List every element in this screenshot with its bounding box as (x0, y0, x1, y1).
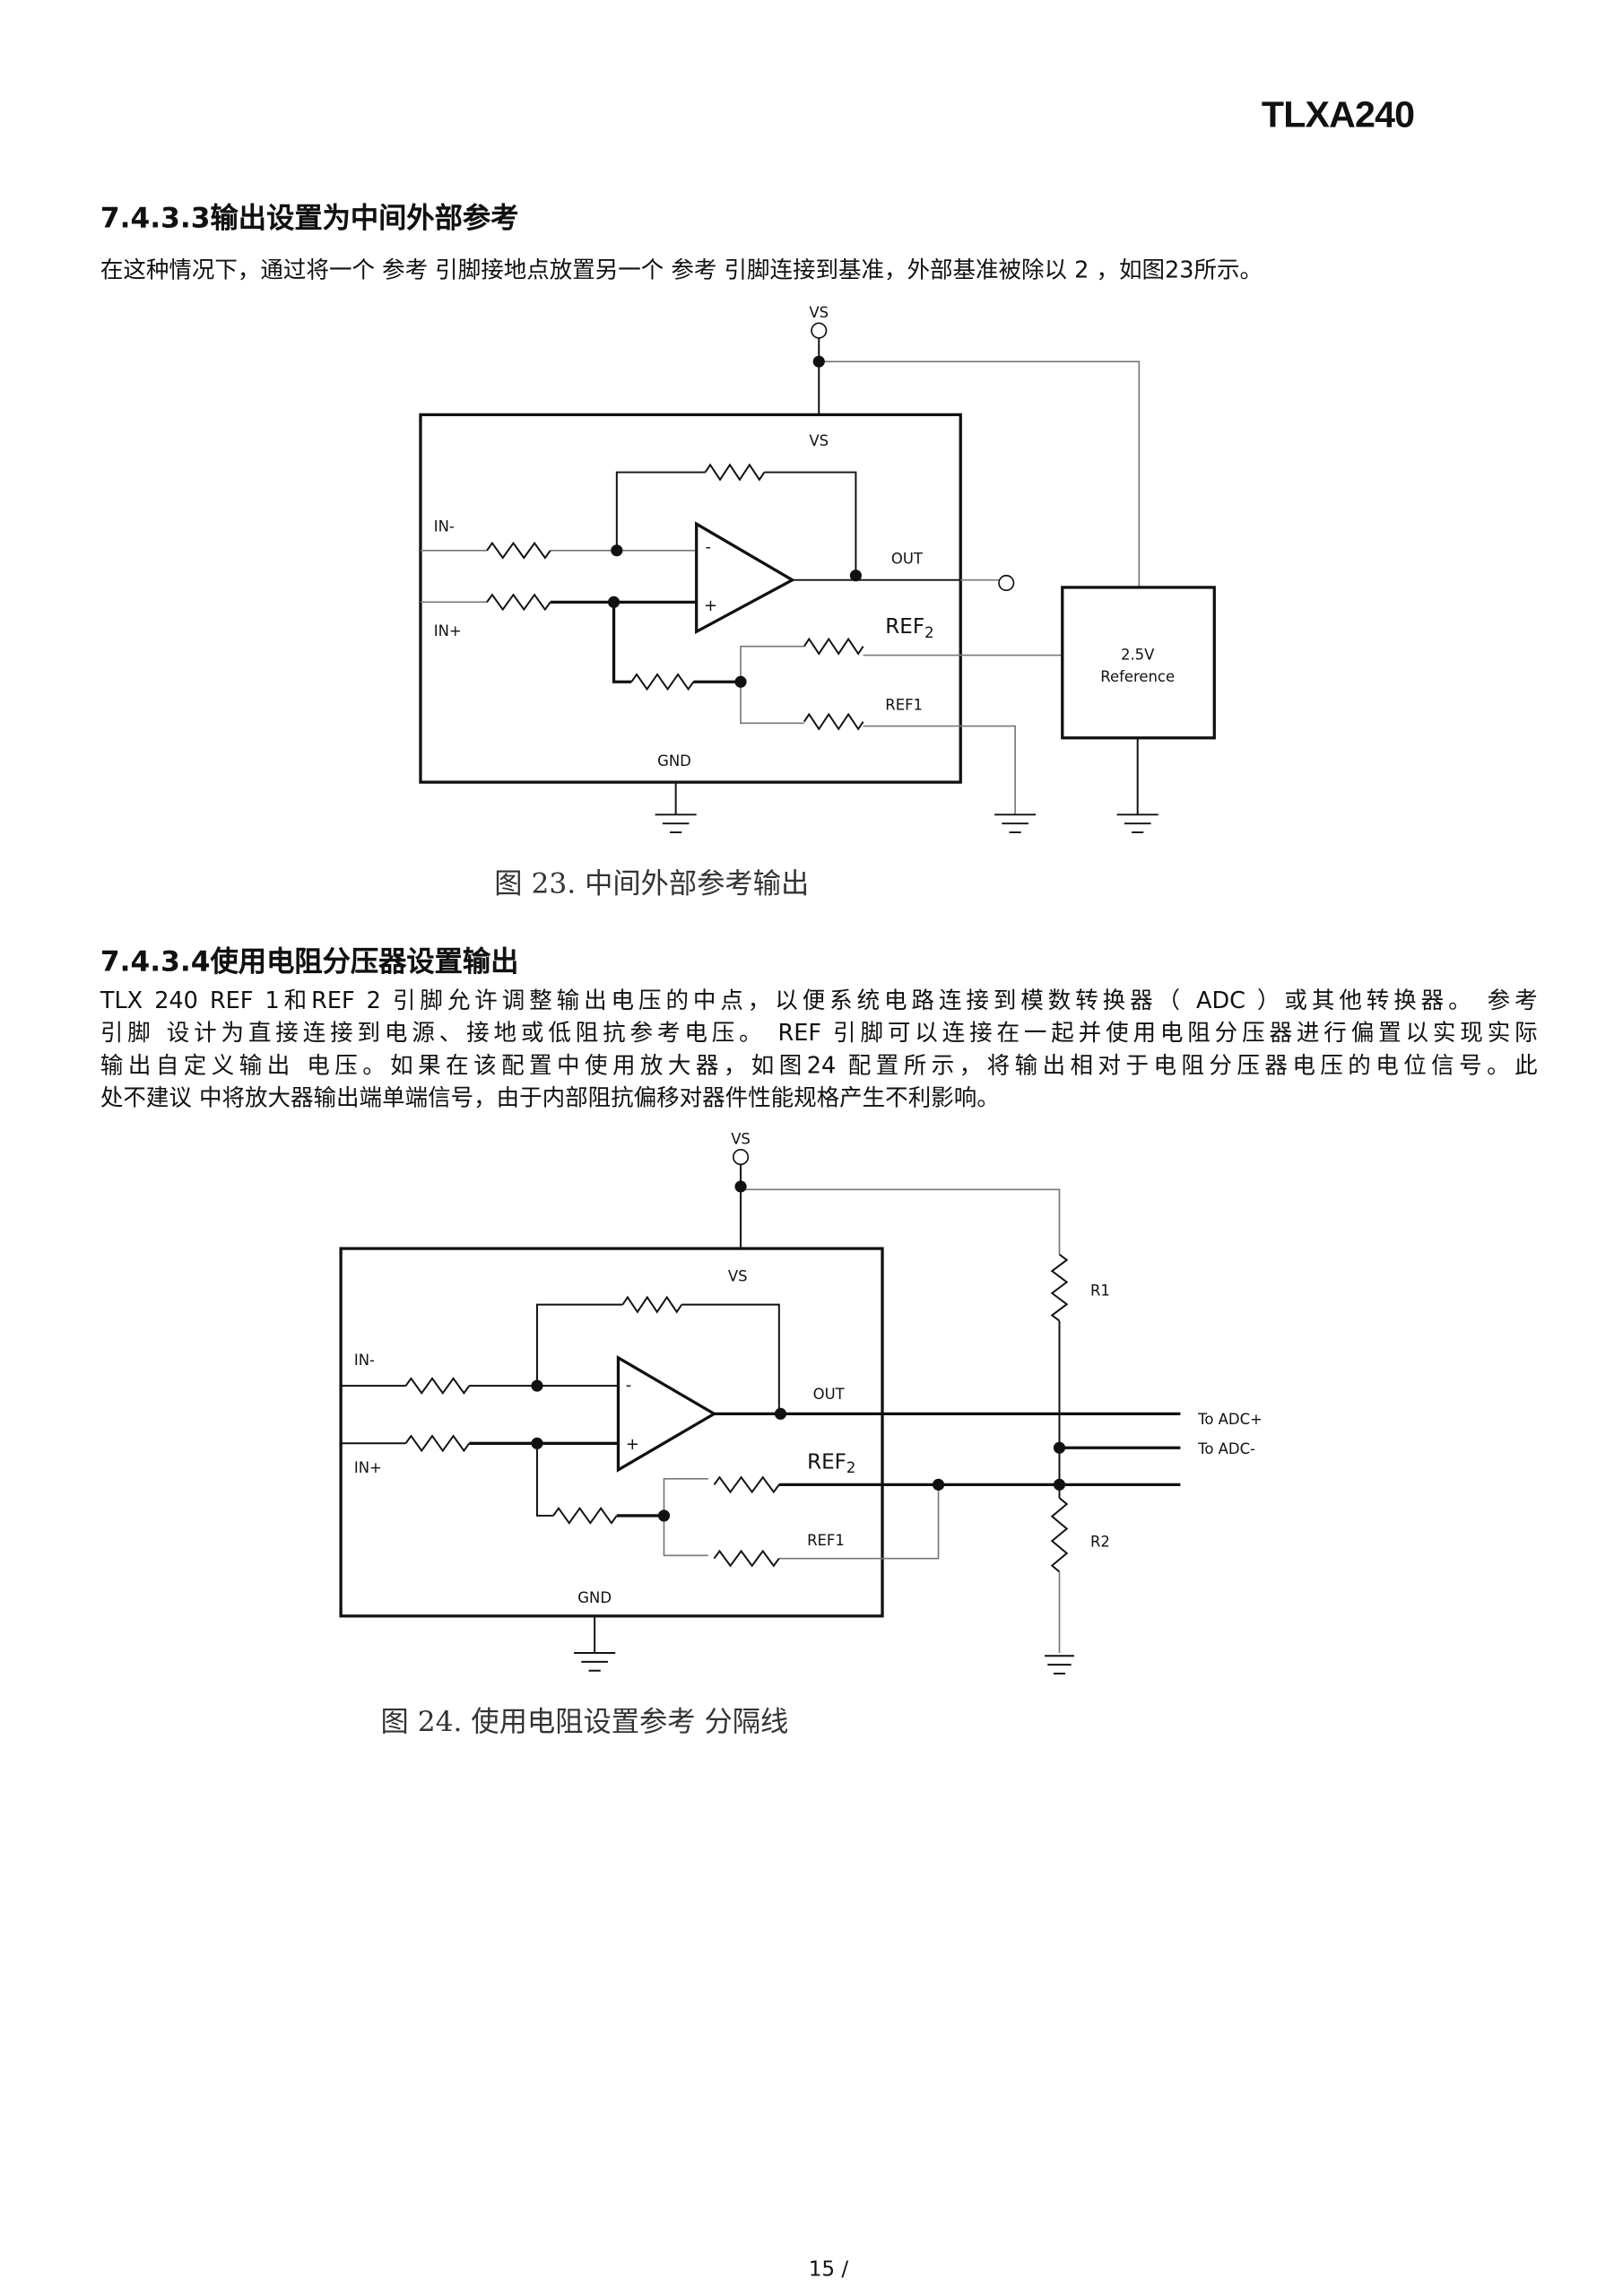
plus-sign: + (626, 1435, 639, 1454)
r1-label: R1 (1090, 1283, 1110, 1300)
document-title: TLXA240 (1261, 94, 1415, 136)
figure-23-circuit: VS VS IN- IN+ - + OUT REF2 REF1 GND 2.5V… (419, 304, 1216, 834)
ground-icon (1116, 813, 1159, 834)
ground-icon (994, 813, 1037, 834)
to-adc-plus-label: To ADC+ (1197, 1411, 1263, 1428)
vs-label: VS (809, 304, 829, 321)
in-plus-label: IN+ (434, 622, 462, 639)
plus-sign: + (704, 596, 717, 615)
wires (339, 1164, 1181, 1653)
ground-icon (1045, 1655, 1074, 1674)
junction-dots (531, 1180, 1066, 1522)
paragraph-line: 处不建议 中将放大器输出端单端信号，由于内部阻抗偏移对器件性能规格产生不利影响。 (100, 1084, 1000, 1112)
vs-terminal-icon (732, 1149, 750, 1166)
ref2-label: REF2 (807, 1450, 855, 1476)
out-label: OUT (891, 551, 924, 568)
r2-label: R2 (1090, 1533, 1110, 1550)
figure-24-caption: 图 24. 使用电阻设置参考 分隔线 (380, 1706, 789, 1739)
reference-label: Reference (1100, 668, 1175, 685)
op-amp (616, 1354, 717, 1473)
op-amp (695, 521, 795, 635)
page-number: 15 / (808, 2257, 849, 2282)
vs-label: VS (731, 1130, 751, 1147)
ref2-label: REF2 (885, 615, 933, 641)
section-paragraph: TLX 240 REF 1和REF 2 引脚允许调整输出电压的中点，以便系统电路… (100, 985, 1538, 1115)
vs-inner-label: VS (728, 1267, 748, 1284)
ref-voltage-label: 2.5V (1121, 647, 1155, 664)
ref1-label: REF1 (807, 1532, 845, 1549)
out-label: OUT (813, 1386, 846, 1403)
junction-dots (607, 355, 862, 688)
vs-inner-label: VS (809, 432, 829, 449)
in-plus-label: IN+ (354, 1459, 382, 1476)
ground-icon (574, 1651, 616, 1672)
section-heading-7-4-3-3: 7.4.3.3输出设置为中间外部参考 (100, 202, 519, 235)
section-paragraph: 在这种情况下，通过将一个 参考 引脚接地点放置另一个 参考 引脚连接到基准，外部… (100, 257, 1263, 283)
paragraph-line: TLX 240 REF 1和REF 2 引脚允许调整输出电压的中点，以便系统电路… (100, 987, 1538, 1014)
figure-24-circuit: VS VS IN- IN+ - + OUT REF2 REF1 GND R1 R… (339, 1130, 1263, 1674)
paragraph-line: 引脚 设计为直接连接到电源、接地或低阻抗参考电压。 REF 引脚可以连接在一起并… (100, 1020, 1538, 1047)
resistors (404, 1253, 1069, 1573)
out-terminal-icon (998, 574, 1015, 592)
figure-23-caption: 图 23. 中间外部参考输出 (494, 867, 810, 900)
ground-icon (655, 813, 697, 834)
minus-sign: - (706, 537, 712, 556)
in-minus-label: IN- (354, 1352, 375, 1369)
to-adc-minus-label: To ADC- (1197, 1440, 1255, 1457)
vs-terminal-icon (811, 322, 828, 339)
gnd-label: GND (657, 752, 691, 770)
wires (419, 337, 1216, 815)
resistors (486, 463, 864, 731)
gnd-label: GND (577, 1589, 612, 1606)
section-heading-7-4-3-4: 7.4.3.4使用电阻分压器设置输出 (100, 945, 519, 978)
paragraph-line: 输出自定义输出 电压。如果在该配置中使用放大器，如图24 配置所示，将输出相对于… (100, 1052, 1538, 1079)
minus-sign: - (626, 1376, 632, 1395)
ref1-label: REF1 (885, 696, 923, 713)
in-minus-label: IN- (434, 517, 455, 535)
